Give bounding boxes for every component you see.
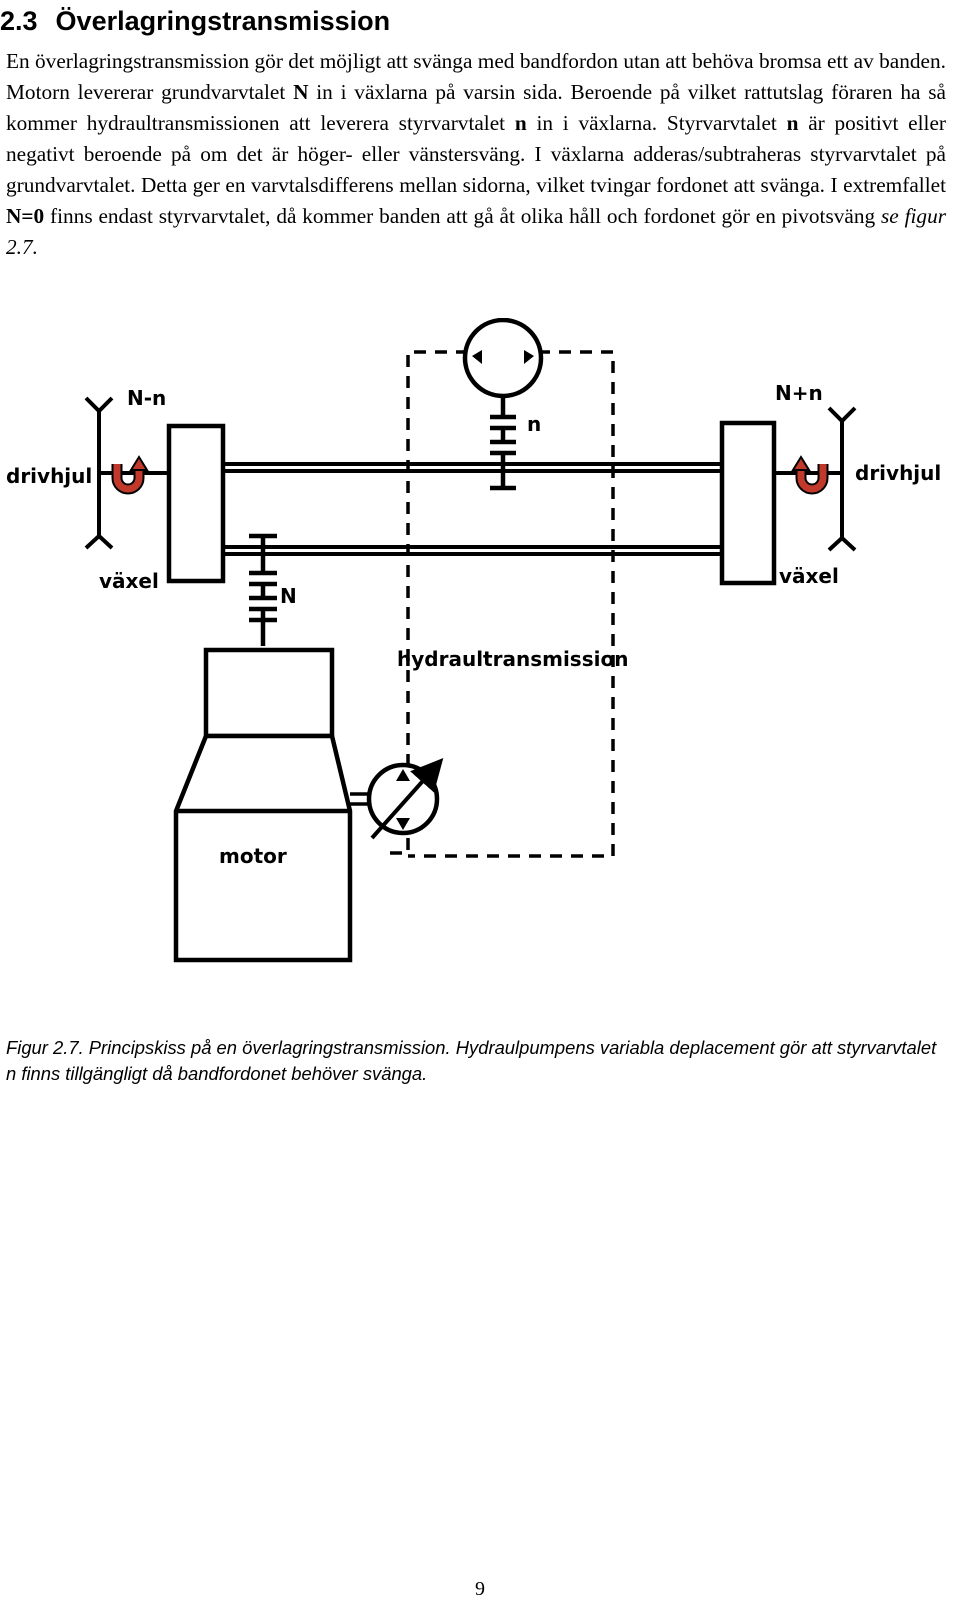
- left-wheel-shaft: [84, 396, 169, 550]
- label-N: N: [280, 584, 297, 608]
- right-wheel-shaft: [774, 406, 857, 552]
- right-gearbox: [719, 420, 777, 586]
- engine: [173, 647, 353, 963]
- figure-caption: Figur 2.7. Principskiss på en överlagrin…: [6, 1037, 937, 1084]
- symbol-n: n: [786, 111, 799, 135]
- section-heading: 2.3 Överlagringstransmission: [0, 4, 390, 38]
- variable-hydraulic-pump: [366, 758, 444, 840]
- hydraulic-dashed-loop: [382, 350, 615, 858]
- label-hydraulic: hydraultransmission: [397, 647, 628, 671]
- label-left-speed: N-n: [127, 386, 166, 410]
- paragraph-text: är positivt eller negativt beroende på o…: [6, 111, 947, 197]
- label-left-gearbox: växel: [99, 569, 159, 593]
- label-n: n: [527, 412, 541, 436]
- paragraph-text: in i växlarna på varsin sida. Beroende p…: [6, 80, 946, 135]
- engine-shaft-coupling: [249, 533, 277, 646]
- left-rotation-arrow: [111, 455, 149, 495]
- label-right-speed: N+n: [775, 381, 823, 405]
- symbol-N-zero: N=0: [6, 204, 45, 228]
- symbol-n: n: [514, 111, 527, 135]
- section-number: 2.3: [0, 6, 38, 36]
- label-right-gearbox: växel: [779, 564, 839, 588]
- label-motor: motor: [219, 844, 287, 868]
- paragraph-text: in i växlarna. Styrvarvtalet: [526, 111, 787, 135]
- paragraph-text: finns endast styrvarvtalet, då kommer ba…: [44, 204, 881, 228]
- label-right-wheel: drivhjul: [855, 461, 941, 485]
- page-number: 9: [475, 1578, 485, 1600]
- upper-axle: [223, 462, 722, 473]
- paragraph-text: En överlagringstransmission gör det möjl…: [6, 49, 946, 104]
- hydraulic-shaft-coupling: [490, 398, 516, 491]
- transmission-diagram: n: [0, 318, 960, 1008]
- symbol-N: N: [293, 80, 309, 104]
- left-gearbox: [166, 423, 226, 584]
- section-title: Överlagringstransmission: [55, 6, 391, 36]
- body-paragraph: En överlagringstransmission gör det möjl…: [6, 46, 946, 263]
- label-left-wheel: drivhjul: [6, 464, 92, 488]
- lower-axle: [223, 545, 722, 556]
- pump-drive-shaft: [350, 792, 369, 806]
- figure-reference: se figur 2.7.: [6, 204, 947, 259]
- right-rotation-arrow: [791, 455, 829, 495]
- hydraulic-motor: [462, 318, 544, 399]
